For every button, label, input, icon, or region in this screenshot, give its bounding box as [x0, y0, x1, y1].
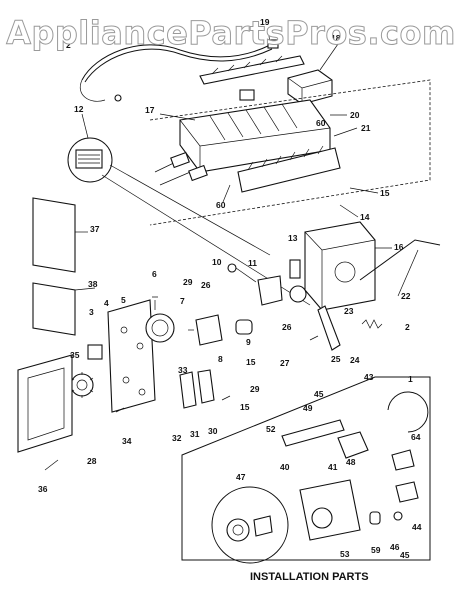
- part-label: 44: [412, 522, 422, 532]
- bracket: [257, 275, 283, 306]
- part-label: 32: [172, 433, 182, 443]
- leader-lines: [44, 27, 419, 471]
- part-label: 49: [303, 403, 313, 413]
- ice-stripper: [199, 55, 305, 85]
- part-label: 15: [380, 188, 390, 198]
- label-sticker: [87, 344, 103, 360]
- part-label: 13: [288, 233, 298, 243]
- part-label: 19: [260, 17, 270, 27]
- water-valve: [299, 479, 361, 541]
- part-label: 3: [89, 307, 94, 317]
- housing: [304, 221, 376, 311]
- part-label: 7: [180, 296, 185, 306]
- watermark: AppliancePartsPros.com: [6, 14, 456, 53]
- part-label: 15: [246, 357, 256, 367]
- part-label: 35: [70, 350, 80, 360]
- part-label: 38: [88, 279, 98, 289]
- clip: [391, 449, 415, 471]
- part-label: 9: [246, 337, 251, 347]
- clamp-ring: [387, 391, 429, 433]
- part-label: 45: [400, 550, 410, 560]
- lever: [317, 305, 341, 351]
- washer: [393, 511, 403, 521]
- part-label: 16: [394, 242, 404, 252]
- part-label: 37: [90, 224, 100, 234]
- switch: [195, 314, 223, 346]
- part-label: 26: [201, 280, 211, 290]
- part-label: 22: [401, 291, 411, 301]
- part-label: 18: [331, 33, 341, 43]
- installation-box: [181, 376, 431, 561]
- part-label: 52: [266, 424, 276, 434]
- part-label: 1: [408, 374, 413, 384]
- part-label: 60: [216, 200, 226, 210]
- part-label: 43: [364, 372, 374, 382]
- fitting: [369, 511, 381, 525]
- front-cover: [17, 354, 73, 453]
- probe: [227, 263, 257, 283]
- part-label: 48: [346, 457, 356, 467]
- part-label: 11: [248, 258, 257, 268]
- part-label: 30: [208, 426, 218, 436]
- part-label: 46: [390, 542, 400, 552]
- part-label: 2: [66, 40, 71, 50]
- wire-harness: [80, 39, 279, 102]
- part-label: 53: [340, 549, 350, 559]
- part-label: 17: [145, 105, 155, 115]
- part-label: 24: [350, 355, 360, 365]
- part-label: 47: [236, 472, 246, 482]
- part-label: 5: [121, 295, 126, 305]
- part-label: 10: [212, 257, 222, 267]
- part-label: 23: [344, 306, 354, 316]
- part-label: 27: [280, 358, 290, 368]
- part-label: 12: [74, 104, 84, 114]
- part-label: 25: [331, 354, 341, 364]
- part-label: 20: [350, 110, 360, 120]
- part-label: 31: [190, 429, 200, 439]
- part-label: 14: [360, 212, 370, 222]
- part-label: 29: [250, 384, 260, 394]
- spring: [361, 319, 383, 329]
- fill-cup: [237, 145, 341, 193]
- part-label: 33: [178, 365, 188, 375]
- part-label: 40: [280, 462, 290, 472]
- screws: [115, 296, 319, 413]
- part-label: 59: [371, 545, 381, 555]
- lower-brackets: [179, 369, 215, 409]
- part-label: 21: [361, 123, 371, 133]
- part-label: 60: [316, 118, 326, 128]
- mounting-plate: [107, 299, 156, 413]
- part-label: 26: [282, 322, 292, 332]
- part-label: 4: [104, 298, 109, 308]
- compression-nut: [337, 431, 369, 459]
- part-label: 6: [152, 269, 157, 279]
- part-label: 45: [314, 389, 324, 399]
- part-label: 64: [411, 432, 421, 442]
- part-label: 15: [240, 402, 250, 412]
- part-label: 41: [328, 462, 338, 472]
- part-label: 8: [218, 354, 223, 364]
- part-label: 36: [38, 484, 48, 494]
- clip-2: [395, 481, 419, 503]
- part-label: 29: [183, 277, 193, 287]
- water-tube: [281, 419, 345, 447]
- harness-plug: [67, 137, 113, 183]
- part-label: 28: [87, 456, 97, 466]
- cover: [287, 69, 333, 105]
- valve-detail-inset: [211, 486, 289, 564]
- cam: [289, 259, 307, 303]
- thermostat: [235, 319, 253, 335]
- part-labels: 2 19 18 12 17 20 60 21 60 15 14 37 16 13…: [38, 17, 422, 560]
- instruction-sheets: [32, 197, 76, 336]
- drive-gear: [70, 372, 94, 398]
- part-label: 2: [405, 322, 410, 332]
- motor: [145, 313, 175, 343]
- heater-leads: [154, 151, 208, 186]
- installation-parts-label: INSTALLATION PARTS: [250, 571, 369, 583]
- part-label: 34: [122, 436, 132, 446]
- bail-arm: [359, 239, 441, 281]
